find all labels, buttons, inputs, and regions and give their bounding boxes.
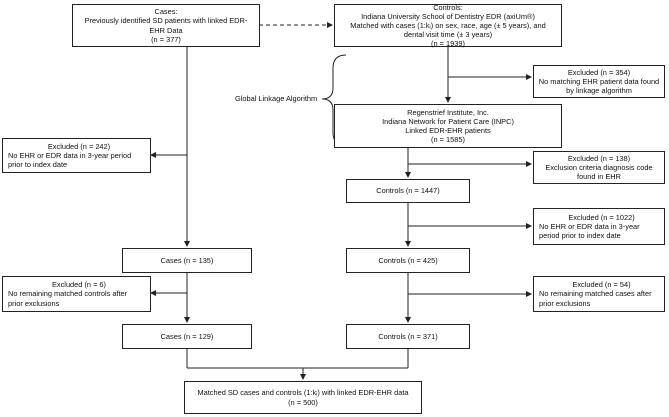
excluded-54-box: Excluded (n = 54) No remaining matched c… — [533, 276, 665, 312]
excluded-138-title: Excluded (n = 138) — [567, 153, 631, 163]
excluded-138-box: Excluded (n = 138) Exclusion criteria di… — [533, 151, 665, 184]
inpc-line3: Linked EDR-EHR patients — [405, 126, 491, 135]
excluded-1022-box: Excluded (n = 1022) No EHR or EDR data i… — [533, 208, 665, 245]
controls-top-title: Controls: — [433, 2, 463, 12]
cases-top-n: (n = 377) — [151, 34, 181, 44]
excluded-242-title: Excluded (n = 242) — [47, 141, 111, 151]
excluded-1022-line2: period prior to index date — [539, 231, 621, 241]
controls-371-box: Controls (n = 371) — [346, 324, 470, 349]
inpc-line1: Regenstrief Institute, Inc. — [407, 107, 489, 117]
cases-top-title: Cases: — [154, 7, 178, 17]
controls-371-label: Controls (n = 371) — [378, 331, 438, 341]
cases-129-box: Cases (n = 129) — [122, 324, 252, 349]
cases-top-line1: Previously identified SD patients with l… — [84, 16, 248, 26]
excluded-54-line1: No remaining matched cases after — [539, 289, 652, 299]
final-n: (n = 500) — [288, 397, 318, 407]
controls-425-box: Controls (n = 425) — [346, 248, 470, 273]
excluded-6-line1: No remaining matched controls after — [8, 289, 128, 299]
controls-1447-box: Controls (n = 1447) — [346, 179, 470, 203]
excluded-6-title: Excluded (n = 6) — [51, 280, 107, 290]
controls-425-label: Controls (n = 425) — [378, 255, 438, 265]
excluded-354-title: Excluded (n = 354) — [567, 67, 631, 77]
excluded-242-box: Excluded (n = 242) No EHR or EDR data in… — [2, 138, 151, 173]
excluded-354-line1: No matching EHR patient data found — [538, 76, 660, 86]
excluded-354-box: Excluded (n = 354) No matching EHR patie… — [533, 65, 665, 98]
controls-1447-label: Controls (n = 1447) — [376, 186, 440, 196]
cases-top-line2: EHR Data — [149, 25, 183, 35]
linkage-label: Global Linkage Algorithm — [234, 94, 319, 103]
excluded-138-line1: Exclusion criteria diagnosis code — [545, 162, 653, 172]
controls-top-line3: dental visit time (± 3 years) — [403, 30, 493, 40]
controls-top-line2: Matched with cases (1:kᵢ) on sex, race, … — [350, 20, 546, 30]
excluded-1022-title: Excluded (n = 1022) — [568, 212, 635, 222]
excluded-6-line2: prior exclusions — [8, 298, 60, 308]
excluded-138-line2: found in EHR — [577, 172, 621, 182]
cases-top-box: Cases: Previously identified SD patients… — [72, 4, 260, 47]
excluded-354-line2: by linkage algorithm — [566, 86, 632, 96]
controls-top-line1: Indiana University School of Dentistry E… — [361, 11, 535, 21]
final-box: Matched SD cases and controls (1:kᵢ) wit… — [184, 381, 422, 414]
excluded-6-box: Excluded (n = 6) No remaining matched co… — [2, 276, 151, 312]
inpc-box: Regenstrief Institute, Inc. Indiana Netw… — [334, 104, 562, 148]
excluded-1022-line1: No EHR or EDR data in 3-year — [539, 221, 640, 231]
cases-129-label: Cases (n = 129) — [160, 331, 214, 341]
controls-top-n: (n = 1939) — [431, 39, 465, 49]
controls-top-box: Controls: Indiana University School of D… — [334, 2, 562, 49]
excluded-54-line2: prior exclusions — [539, 298, 591, 308]
inpc-n: (n = 1585) — [431, 135, 465, 145]
inpc-line2: Indiana Network for Patient Care (INPC) — [382, 116, 514, 126]
cases-135-label: Cases (n = 135) — [160, 255, 214, 265]
excluded-242-line2: prior to index date — [8, 160, 68, 170]
cases-135-box: Cases (n = 135) — [122, 248, 252, 273]
excluded-242-line1: No EHR or EDR data in 3-year period — [8, 150, 132, 160]
excluded-54-title: Excluded (n = 54) — [572, 280, 631, 290]
final-line1: Matched SD cases and controls (1:kᵢ) wit… — [197, 388, 409, 398]
